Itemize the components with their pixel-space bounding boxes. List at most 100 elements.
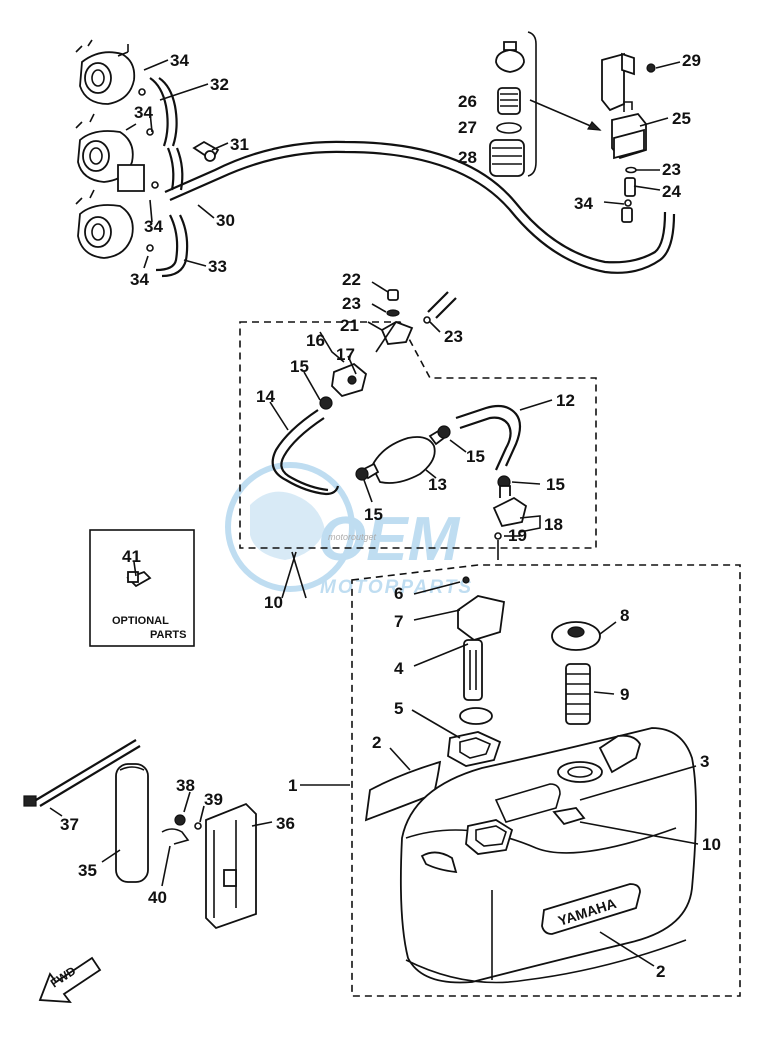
fwd-arrow-icon <box>38 956 102 1004</box>
callout-38: 38 <box>176 776 195 795</box>
callout-18: 18 <box>544 515 563 534</box>
callout-20: 21 <box>340 316 359 335</box>
hose-segment <box>166 147 175 191</box>
callout-15-b: 15 <box>466 447 485 466</box>
callout-9: 9 <box>620 685 629 704</box>
callout-41: 41 <box>122 547 141 566</box>
callout-39: 39 <box>204 790 223 809</box>
filter-cup-28 <box>489 139 525 177</box>
callout-2-bottom: 2 <box>656 962 665 981</box>
carburetor-middle <box>75 113 145 192</box>
carburetor-top <box>75 39 136 105</box>
callout-2-left: 2 <box>372 733 381 752</box>
callout-12: 12 <box>556 391 575 410</box>
callout-24: 24 <box>662 182 681 201</box>
callout-25: 25 <box>672 109 691 128</box>
fuel-filter-25 <box>611 101 647 160</box>
callout-30: 30 <box>216 211 235 230</box>
arrow-line <box>529 99 601 131</box>
callout-4: 4 <box>394 659 404 678</box>
callout-27: 27 <box>458 118 477 137</box>
screw-38 <box>174 814 186 826</box>
callout-34-c: 34 <box>144 217 163 236</box>
callout-15-a: 15 <box>290 357 309 376</box>
bracket-36 <box>205 802 257 930</box>
watermark-subtitle: MOTORPARTS <box>320 577 473 598</box>
callout-31: 31 <box>230 135 249 154</box>
callout-3: 3 <box>700 752 709 771</box>
watermark: OEM MOTORPARTS motoroutget <box>225 462 473 598</box>
primer-bulb-13 <box>355 425 451 484</box>
callout-34-e: 34 <box>574 194 593 213</box>
filter-cap-part <box>495 41 525 73</box>
callout-28: 28 <box>458 148 477 167</box>
optional-parts-box <box>89 529 195 647</box>
callout-35: 35 <box>78 861 97 880</box>
carburetor-bottom <box>75 189 134 259</box>
callout-5: 5 <box>394 699 403 718</box>
callout-6: 6 <box>394 584 403 603</box>
clip-40 <box>161 828 190 845</box>
watermark-globe-icon <box>225 462 355 592</box>
callout-7: 7 <box>394 612 403 631</box>
callout-13: 13 <box>428 475 447 494</box>
filter-bracket-brace <box>527 31 537 177</box>
hose-clips-34 <box>138 88 159 252</box>
callout-33: 33 <box>208 257 227 276</box>
washer-39 <box>194 822 202 830</box>
callout-37: 37 <box>60 815 79 834</box>
callout-22: 23 <box>342 294 361 313</box>
leader-lines <box>49 59 699 967</box>
fuel-tank-body <box>399 727 697 984</box>
connector-16 <box>331 362 368 398</box>
main-fuel-hose-30 <box>164 140 667 264</box>
assembly-box-11 <box>239 321 597 549</box>
callout-11: 10 <box>264 593 283 612</box>
callout-23-top: 23 <box>662 160 681 179</box>
watermark-logo: OEM <box>318 505 461 574</box>
watermark-tag: motoroutget <box>328 532 377 542</box>
fuel-meter-4 <box>457 576 506 725</box>
short-hose <box>427 291 449 313</box>
fitting-24 <box>624 177 636 197</box>
hose-12 <box>455 404 522 467</box>
sleeve-35 <box>115 763 149 883</box>
fuel-hose-33 <box>155 214 179 272</box>
decal-2-left <box>364 760 442 822</box>
callout-15-d: 15 <box>364 505 383 524</box>
o-ring-27 <box>496 122 522 134</box>
callout-1: 1 <box>288 776 297 795</box>
callout-34-a: 34 <box>170 51 189 70</box>
filter-9 <box>565 663 591 725</box>
callout-19: 19 <box>508 526 527 545</box>
callout-15-c: 15 <box>546 475 565 494</box>
part-31-clip <box>192 140 220 162</box>
callout-34-d: 34 <box>130 270 149 289</box>
clip-23-top <box>625 166 637 174</box>
callout-numbers: 34 32 34 31 34 30 33 34 29 26 27 28 25 2… <box>60 51 721 981</box>
connector-20 <box>375 289 414 353</box>
hose-14 <box>271 409 340 496</box>
part-41-fitting <box>126 570 152 588</box>
callout-36: 36 <box>276 814 295 833</box>
gasket-5 <box>447 731 502 767</box>
callout-34-b: 34 <box>134 103 153 122</box>
callout-10: 10 <box>702 835 721 854</box>
fuel-hose-32 <box>149 77 169 147</box>
callout-23-mid: 23 <box>444 327 463 346</box>
callout-26: 26 <box>458 92 477 111</box>
filter-element-26 <box>497 87 521 115</box>
callout-32: 32 <box>210 75 229 94</box>
callout-29: 29 <box>682 51 701 70</box>
tank-cap-8 <box>551 621 601 651</box>
callout-14: 14 <box>256 387 275 406</box>
optional-label-line2: PARTS <box>150 629 186 641</box>
callout-17: 17 <box>336 345 355 364</box>
cable-tie-37 <box>23 739 141 807</box>
callout-16: 16 <box>306 331 325 350</box>
callout-40: 40 <box>148 888 167 907</box>
joint-18 <box>492 485 528 528</box>
tank-box-1 <box>351 564 741 997</box>
